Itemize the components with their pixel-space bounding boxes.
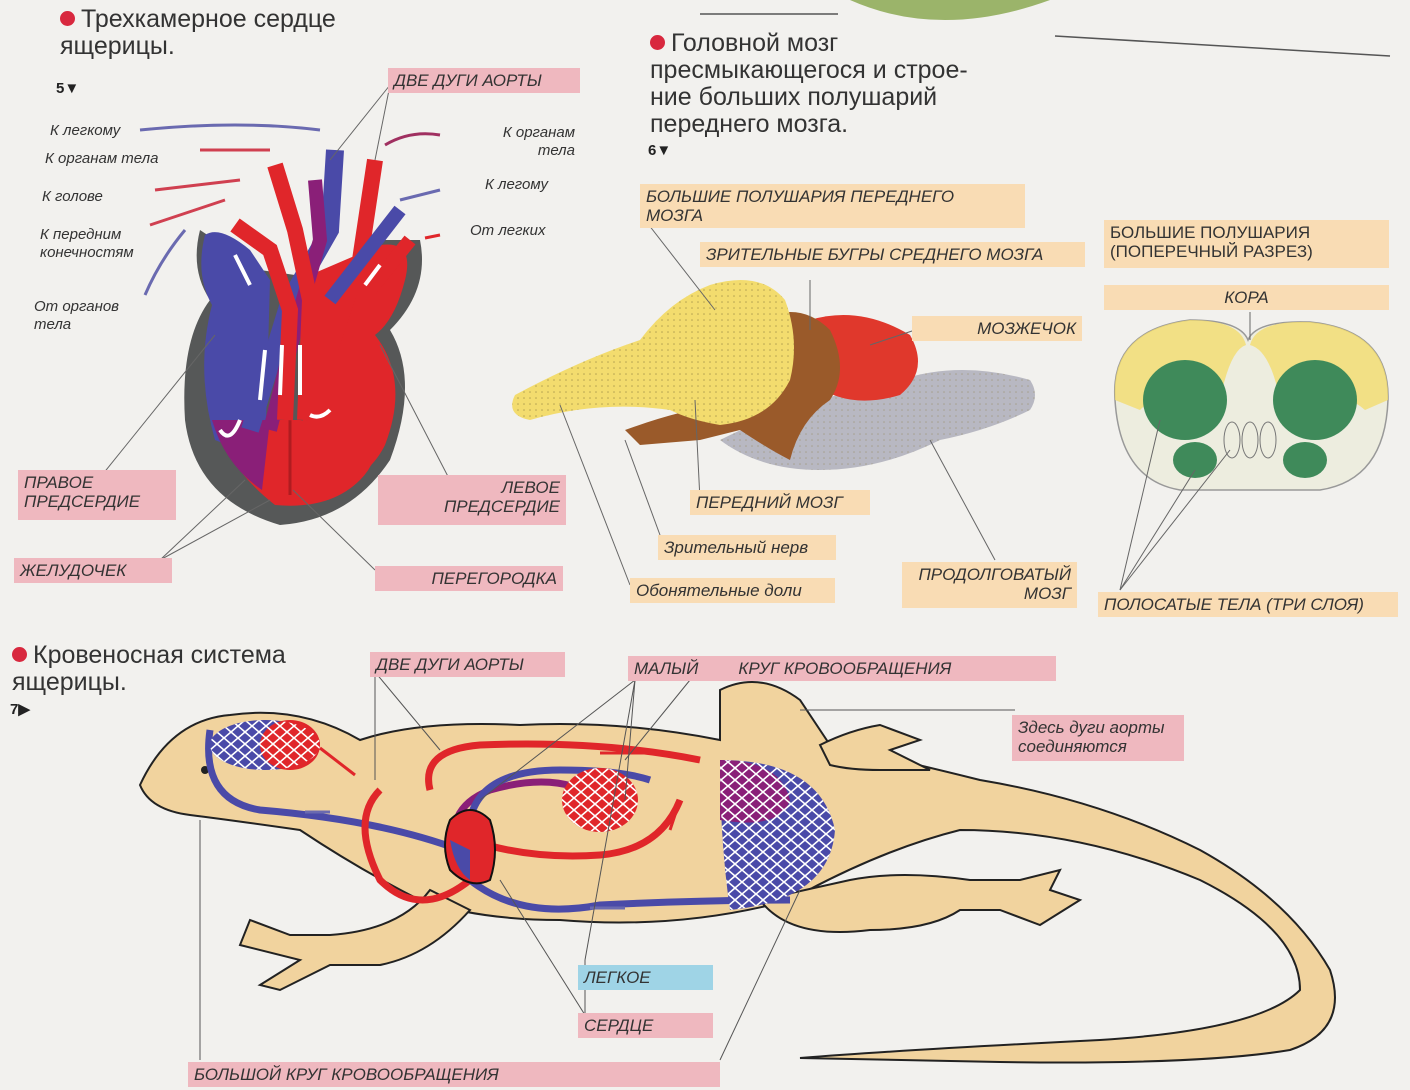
heart-title-line2: ящерицы. — [60, 32, 175, 60]
label-olfactory: Обонятельные доли — [630, 578, 835, 603]
label-to-forelimbs-line1: К передним — [40, 226, 121, 243]
label-optic-lobes: ЗРИТЕЛЬНЫЕ БУГРЫ СРЕДНЕГО МОЗГА — [700, 242, 1085, 267]
label-to-lung: К легкому — [50, 122, 120, 140]
fig-7-number: 7▶ — [10, 700, 30, 718]
label-cross-title: БОЛЬШИЕ ПОЛУШАРИЯ(ПОПЕРЕЧНЫЙ РАЗРЕЗ) — [1104, 220, 1389, 268]
label-heart: СЕРДЦЕ — [578, 1013, 713, 1038]
bullet-icon — [60, 11, 75, 26]
brain-title-line4: переднего мозга. — [650, 110, 848, 138]
label-from-body-line2: тела — [34, 316, 71, 333]
bullet-icon — [12, 647, 27, 662]
label-to-head: К голове — [42, 188, 103, 206]
label-hemispheres-line2: МОЗГА — [646, 206, 703, 225]
circulation-title-line2: ящерицы. — [12, 668, 127, 696]
fig-6-number: 6▼ — [648, 142, 671, 159]
label-right-atrium-line1: ПРАВОЕ — [24, 473, 93, 492]
label-optic-nerve: Зрительный нерв — [658, 535, 836, 560]
label-aorta-arches: ДВЕ ДУГИ АОРТЫ — [388, 68, 580, 93]
label-cortex: КОРА — [1104, 285, 1389, 310]
circulation-title: Кровеносная система ящерицы. — [12, 642, 286, 696]
label-ventricle: ЖЕЛУДОЧЕК — [14, 558, 172, 583]
label-striatum: ПОЛОСАТЫЕ ТЕЛА (ТРИ СЛОЯ) — [1098, 592, 1398, 617]
label-to-body-organs-right-line1: К органам — [503, 124, 575, 141]
label-medulla-line2: МОЗГ — [1024, 584, 1071, 603]
label-left-atrium-line1: ЛЕВОЕ — [501, 478, 560, 497]
brain-title: Головной мозг пресмыкающегося и строе- н… — [650, 30, 968, 138]
label-to-forelimbs-line2: конечностям — [40, 244, 134, 261]
label-cross-title-line1: БОЛЬШИЕ ПОЛУШАРИЯ — [1110, 223, 1310, 242]
label-from-body-line1: От органов — [34, 298, 119, 315]
brain-title-line3: ние больших полушарий — [650, 83, 937, 111]
label-lung: ЛЕГКОЕ — [578, 965, 713, 990]
label-to-body-organs-right-line2: тела — [538, 142, 575, 159]
label-circ-aorta-arches: ДВЕ ДУГИ АОРТЫ — [370, 652, 565, 677]
label-septum: ПЕРЕГОРОДКА — [375, 566, 563, 591]
label-aorta-join-line2: соединяются — [1018, 737, 1127, 756]
label-right-atrium-line2: ПРЕДСЕРДИЕ — [24, 492, 140, 511]
bullet-icon — [650, 35, 665, 50]
label-medulla-line1: ПРОДОЛГОВАТЫЙ — [918, 565, 1071, 584]
label-pulmonary-word2: КРУГ КРОВООБРАЩЕНИЯ — [738, 659, 951, 678]
label-pulmonary: МАЛЫЙ КРУГ КРОВООБРАЩЕНИЯ — [628, 656, 1056, 681]
heart-title: Трехкамерное сердце ящерицы. — [60, 6, 336, 60]
label-hemispheres-line1: БОЛЬШИЕ ПОЛУШАРИЯ ПЕРЕДНЕГО — [646, 187, 954, 206]
circulation-title-line1: Кровеносная система — [33, 641, 286, 669]
label-cerebellum: МОЗЖЕЧОК — [912, 316, 1082, 341]
label-systemic: БОЛЬШОЙ КРУГ КРОВООБРАЩЕНИЯ — [188, 1062, 720, 1087]
brain-title-line1: Головной мозг — [671, 29, 838, 57]
cross-section — [1115, 312, 1388, 590]
label-left-atrium-line2: ПРЕДСЕРДИЕ — [444, 497, 560, 516]
label-forebrain: ПЕРЕДНИЙ МОЗГ — [690, 490, 870, 515]
label-pulmonary-word1: МАЛЫЙ — [634, 659, 698, 678]
label-aorta-join-line1: Здесь дуги аорты — [1018, 718, 1165, 737]
fig-5-number: 5▼ — [56, 80, 79, 97]
brain-title-line2: пресмыкающегося и строе- — [650, 56, 968, 84]
heart-title-line1: Трехкамерное сердце — [81, 5, 336, 33]
label-to-body-organs-left: К органам тела — [45, 150, 158, 168]
label-from-lungs: От легких — [470, 222, 545, 240]
brain-diagram — [512, 220, 1388, 590]
label-cross-title-line2: (ПОПЕРЕЧНЫЙ РАЗРЕЗ) — [1110, 242, 1313, 261]
label-to-lung-right: К легому — [485, 176, 548, 194]
